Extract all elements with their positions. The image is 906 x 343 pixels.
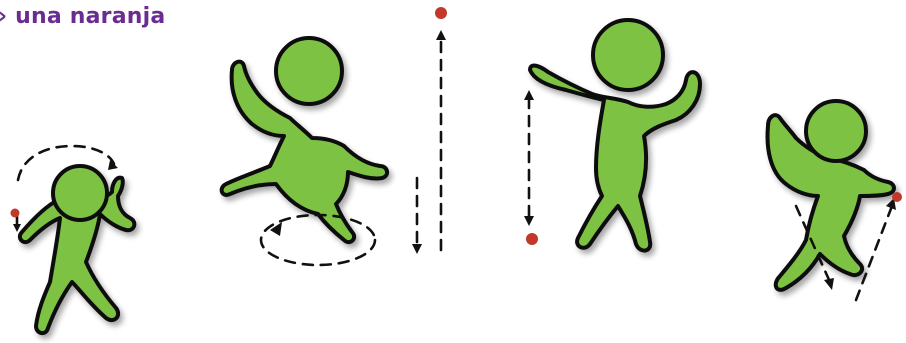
red-dot-icon [435, 7, 447, 19]
red-dot-icon [526, 233, 538, 245]
caption-text: › una naranja [0, 4, 165, 29]
figure-leaping [222, 38, 387, 242]
figure-stepping [768, 101, 894, 290]
figure-spinning [20, 166, 134, 333]
red-dot-icon [892, 192, 902, 202]
red-dot-icon [11, 209, 20, 218]
vertical-double-arrow-icon [524, 90, 538, 245]
figure-arms-raised [530, 20, 700, 251]
